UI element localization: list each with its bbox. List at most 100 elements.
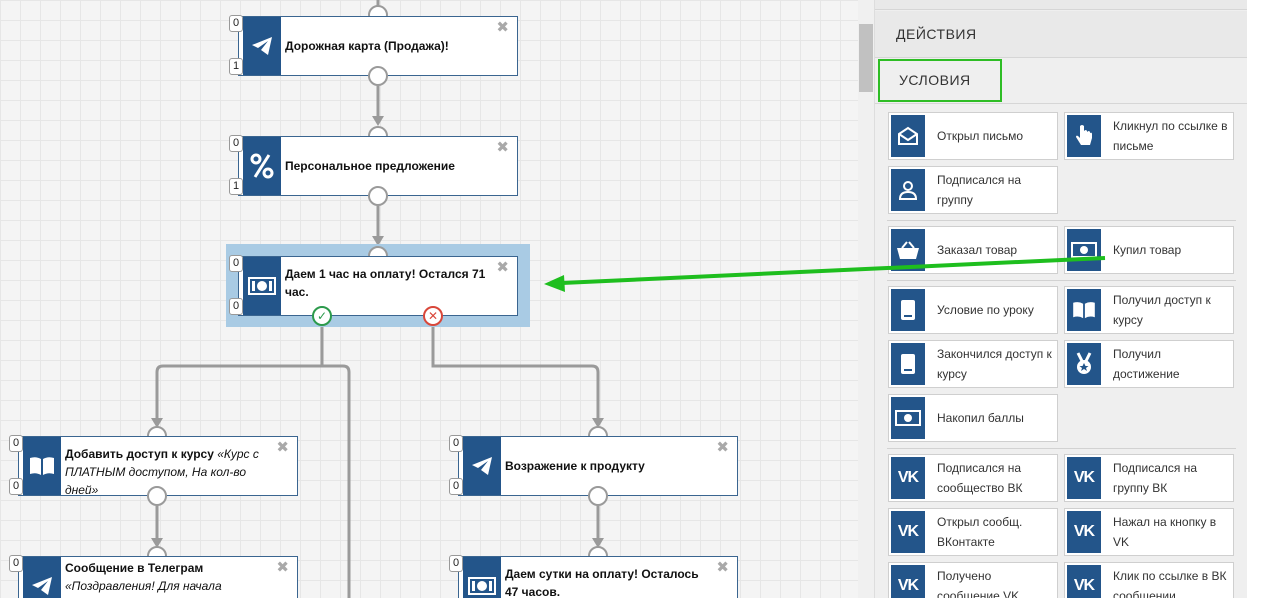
money-icon	[463, 557, 501, 598]
scrollbar-thumb[interactable]	[859, 24, 873, 92]
blocks-panel: ДЕЙСТВИЯ УСЛОВИЯ Открыл письмо Кликнул п…	[874, 0, 1248, 598]
card-bought-product[interactable]: Купил товар	[1064, 226, 1234, 274]
card-label: Клик по ссылке в ВК сообщении	[1113, 569, 1227, 598]
node-note: «Курс с ПЛАТНЫМ доступом, На кол-во дней…	[65, 447, 259, 497]
card-subscribed-group[interactable]: Подписался на группу	[888, 166, 1058, 214]
card-label: Нажал на кнопку в VK	[1113, 515, 1217, 549]
node-output-port[interactable]	[368, 186, 388, 206]
group-divider	[887, 448, 1236, 449]
card-earned-points[interactable]: Накопил баллы	[888, 394, 1058, 442]
card-vk-message-received[interactable]: VK Получено сообщение VK	[888, 562, 1058, 598]
envelope-open-icon	[891, 115, 925, 157]
card-label: Подписался на сообщество ВК	[937, 461, 1023, 495]
node-output-port[interactable]	[588, 486, 608, 506]
output-count-badge: 0	[449, 478, 463, 495]
no-branch-port[interactable]: ✕	[423, 306, 443, 326]
node-output-port[interactable]	[368, 66, 388, 86]
card-label: Открыл сообщ. ВКонтакте	[937, 515, 1023, 549]
section-conditions[interactable]: УСЛОВИЯ	[878, 59, 1002, 102]
node-title: Даем 1 час на оплату! Остался 71 час.	[285, 267, 486, 299]
percent-icon	[243, 137, 281, 195]
telegram-icon	[463, 437, 501, 495]
card-label: Заказал товар	[937, 243, 1018, 257]
money-icon	[1067, 229, 1101, 271]
card-label: Подписался на группу	[937, 173, 1022, 207]
card-label: Открыл письмо	[937, 129, 1024, 143]
vk-icon: VK	[1067, 511, 1101, 553]
notebook-icon	[891, 343, 925, 385]
card-label: Купил товар	[1113, 243, 1182, 257]
card-course-access-ended[interactable]: Закончился доступ к курсу	[888, 340, 1058, 388]
node-output-port[interactable]	[147, 486, 167, 506]
money-icon	[891, 397, 925, 439]
input-count-badge: 0	[229, 135, 243, 152]
section-actions[interactable]: ДЕЙСТВИЯ	[875, 11, 1248, 58]
book-icon	[23, 437, 61, 495]
canvas-scrollbar[interactable]	[858, 0, 874, 598]
node-title: Дорожная карта (Продажа)!	[285, 39, 449, 53]
pointer-hand-icon	[1067, 115, 1101, 157]
card-vk-opened-message[interactable]: VK Открыл сообщ. ВКонтакте	[888, 508, 1058, 556]
card-label: Получено сообщение VK	[937, 569, 1020, 598]
card-label: Подписался на группу ВК	[1113, 461, 1198, 495]
flow-canvas[interactable]: 0 1 Дорожная карта (Продажа)! ✖ 0 1 Перс…	[0, 0, 858, 598]
node-title: Добавить доступ к курсу «Курс с ПЛАТНЫМ …	[65, 447, 259, 497]
book-icon	[1067, 289, 1101, 331]
output-count-badge: 1	[229, 58, 243, 75]
flow-node-pay-1-hour[interactable]: 0 0 Даем 1 час на оплату! Остался 71 час…	[229, 255, 518, 316]
vk-icon: VK	[891, 511, 925, 553]
telegram-icon	[23, 557, 61, 598]
close-icon[interactable]: ✖	[276, 559, 289, 576]
input-count-badge: 0	[229, 255, 243, 272]
card-vk-button-pressed[interactable]: VK Нажал на кнопку в VK	[1064, 508, 1234, 556]
group-divider	[887, 280, 1236, 281]
vk-icon: VK	[891, 457, 925, 499]
card-got-course-access[interactable]: Получил доступ к курсу	[1064, 286, 1234, 334]
node-title: Возражение к продукту	[505, 459, 645, 473]
card-clicked-link[interactable]: Кликнул по ссылке в письме	[1064, 112, 1234, 160]
vk-icon: VK	[891, 565, 925, 598]
panel-top-section	[875, 0, 1248, 10]
card-label: Закончился доступ к курсу	[937, 347, 1052, 381]
node-title: Сообщение в Телеграм«Поздравления! Для н…	[65, 559, 275, 598]
section-divider	[875, 103, 1248, 104]
card-label: Получил достижение	[1113, 347, 1180, 381]
card-got-achievement[interactable]: Получил достижение	[1064, 340, 1234, 388]
close-icon[interactable]: ✖	[716, 559, 729, 576]
output-count-badge: 0	[9, 478, 23, 495]
close-icon[interactable]: ✖	[496, 259, 509, 276]
vk-icon: VK	[1067, 565, 1101, 598]
output-count-badge: 1	[229, 178, 243, 195]
output-count-badge: 0	[229, 298, 243, 315]
close-icon[interactable]: ✖	[276, 439, 289, 456]
card-label: Кликнул по ссылке в письме	[1113, 119, 1228, 153]
input-count-badge: 0	[9, 435, 23, 452]
flow-node-objection[interactable]: 0 0 Возражение к продукту ✖	[449, 435, 738, 496]
connection-lines	[151, 0, 604, 598]
basket-icon	[891, 229, 925, 271]
close-icon[interactable]: ✖	[496, 19, 509, 36]
flow-node-pay-1-day[interactable]: 0 Даем сутки на оплату! Осталось 47 часо…	[449, 555, 738, 598]
money-icon	[243, 257, 281, 315]
card-vk-link-click[interactable]: VK Клик по ссылке в ВК сообщении	[1064, 562, 1234, 598]
node-note: «Поздравления! Для начала обучения	[65, 579, 222, 598]
node-title: Даем сутки на оплату! Осталось 47 часов.	[505, 567, 699, 598]
close-icon[interactable]: ✖	[496, 139, 509, 156]
card-vk-group-subscribe[interactable]: VK Подписался на группу ВК	[1064, 454, 1234, 502]
group-divider	[887, 220, 1236, 221]
card-vk-community-subscribe[interactable]: VK Подписался на сообщество ВК	[888, 454, 1058, 502]
panel-scrollbar[interactable]	[1247, 0, 1263, 598]
close-icon[interactable]: ✖	[716, 439, 729, 456]
medal-icon	[1067, 343, 1101, 385]
input-count-badge: 0	[449, 435, 463, 452]
input-count-badge: 0	[229, 15, 243, 32]
card-opened-email[interactable]: Открыл письмо	[888, 112, 1058, 160]
user-icon	[891, 169, 925, 211]
node-title: Персональное предложение	[285, 159, 455, 173]
flow-node-telegram-message[interactable]: 0 Сообщение в Телеграм«Поздравления! Для…	[9, 555, 298, 598]
yes-branch-port[interactable]: ✓	[312, 306, 332, 326]
input-count-badge: 0	[9, 555, 23, 572]
card-ordered-product[interactable]: Заказал товар	[888, 226, 1058, 274]
card-label: Получил доступ к курсу	[1113, 293, 1211, 327]
card-lesson-condition[interactable]: Условие по уроку	[888, 286, 1058, 334]
